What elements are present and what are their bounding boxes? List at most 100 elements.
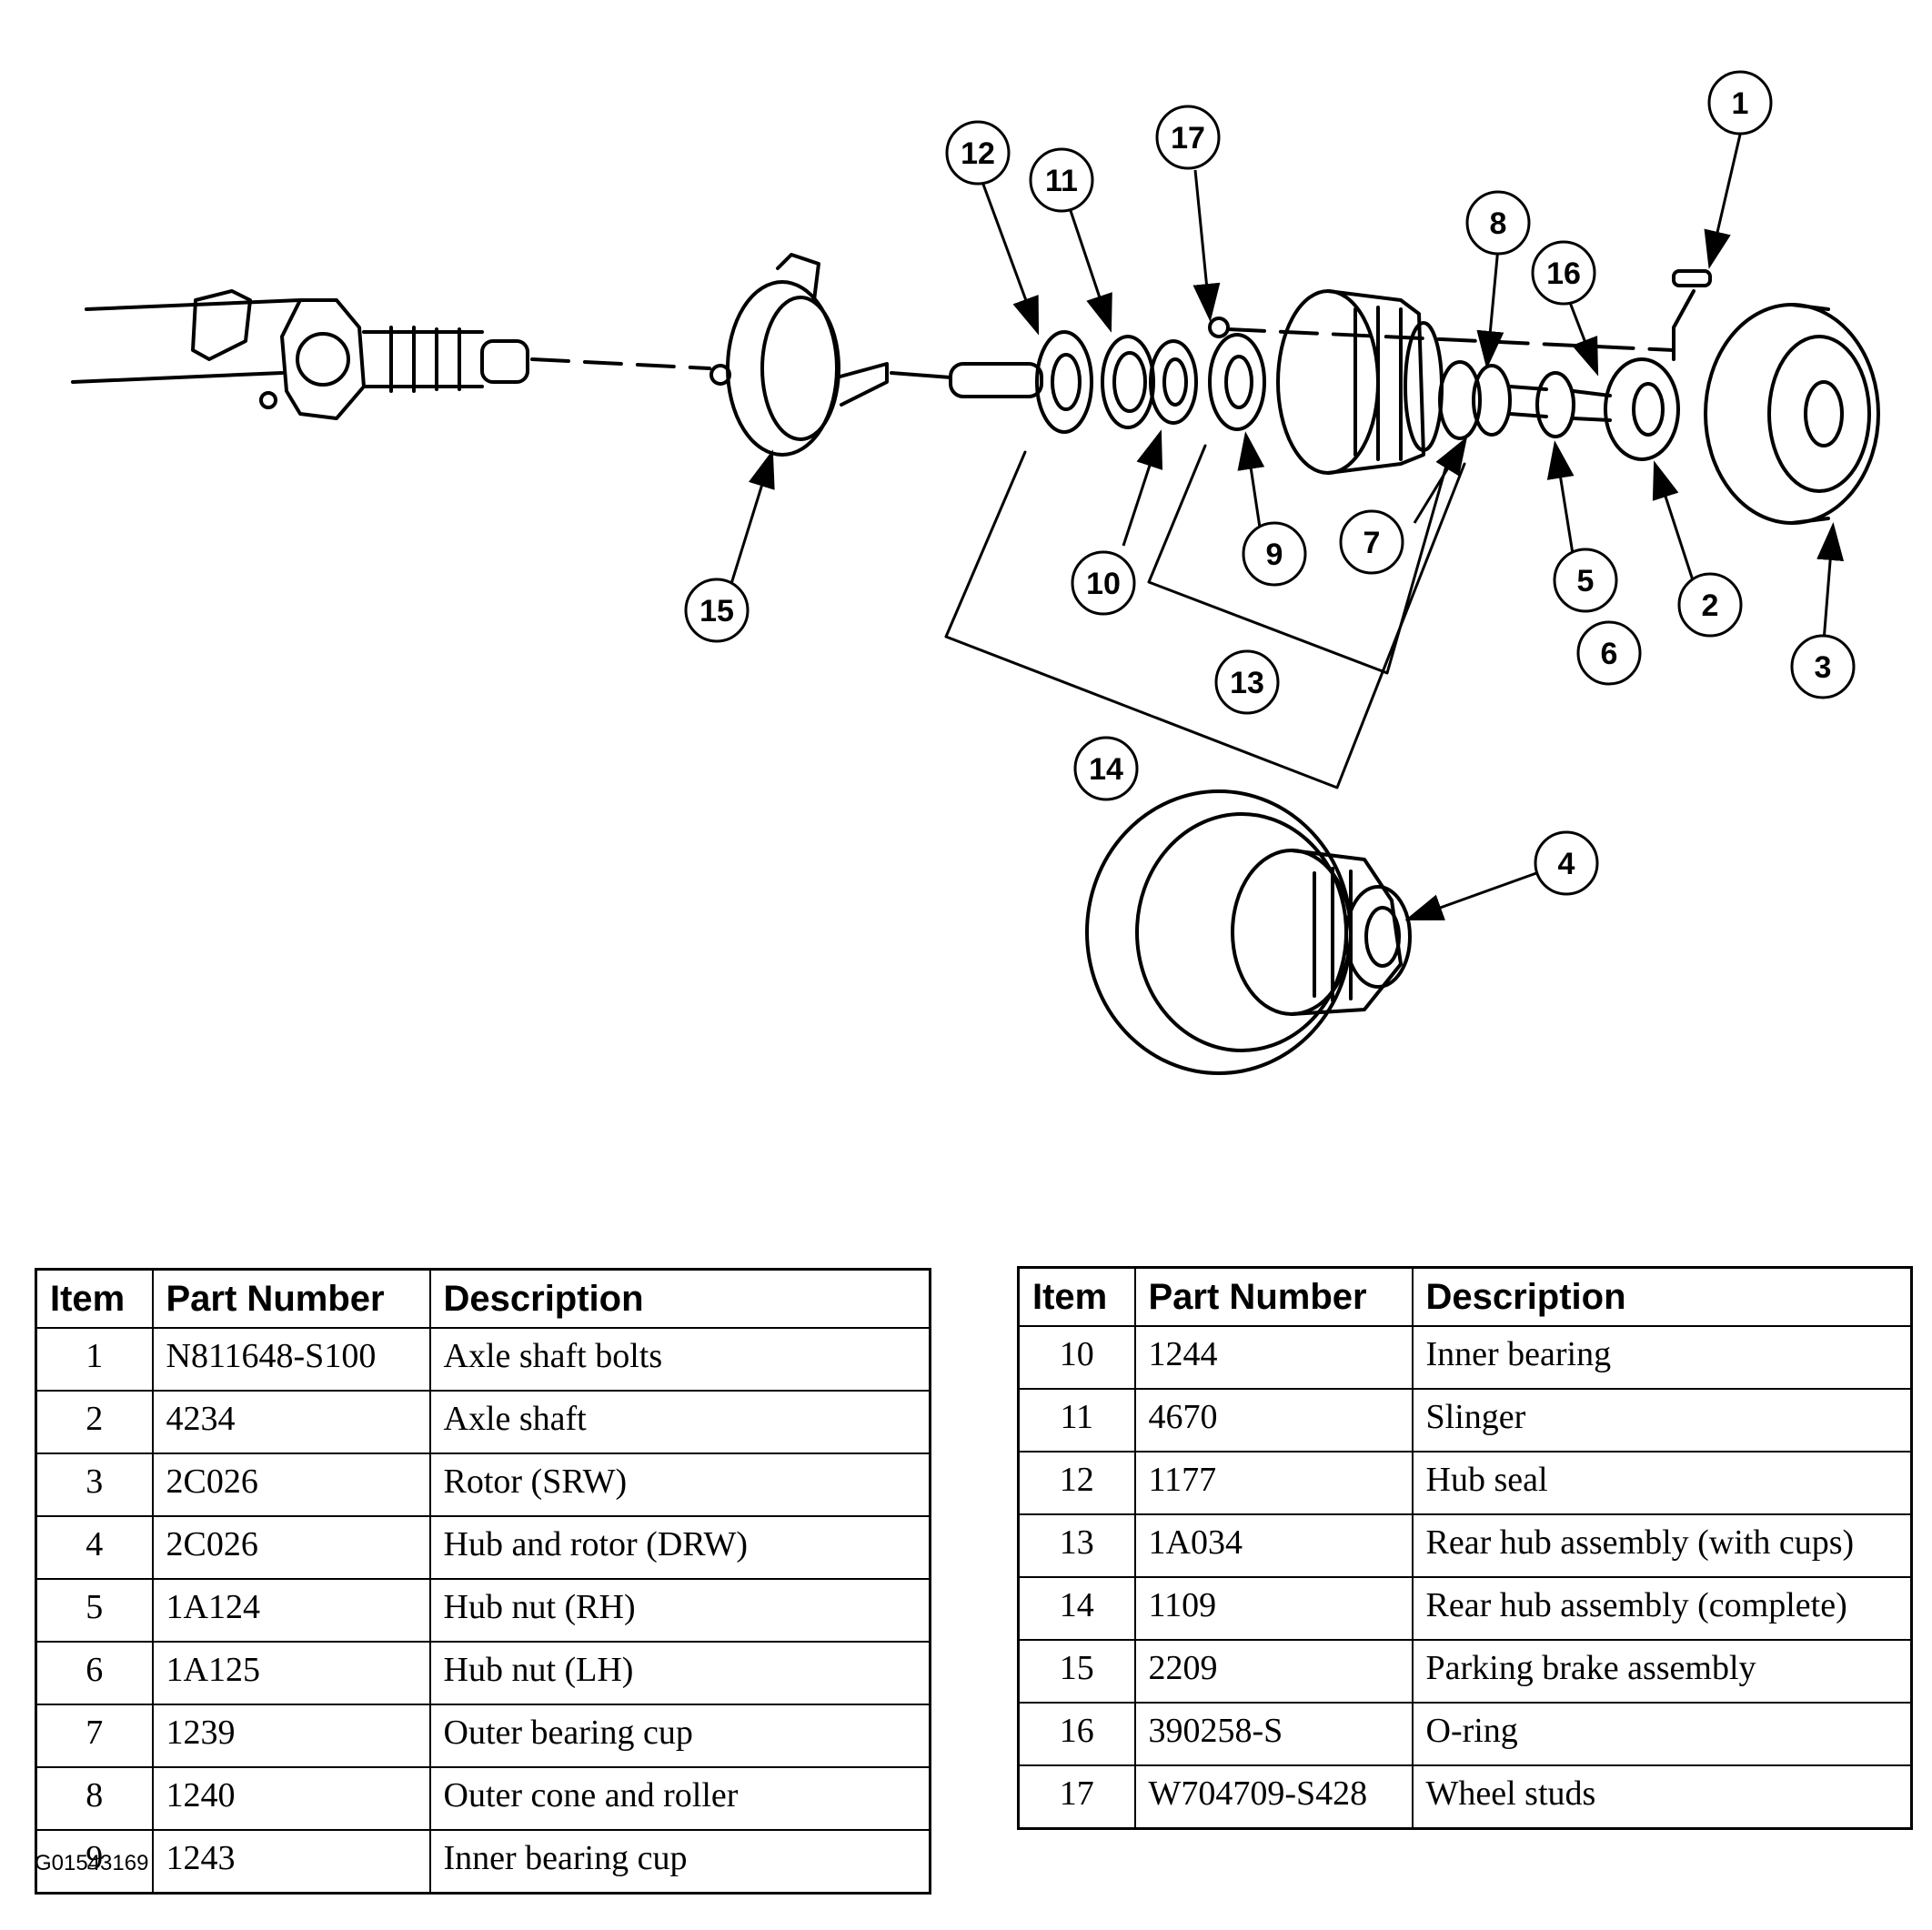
outer-bearing-and-nut xyxy=(1438,269,1712,461)
header-description: Description xyxy=(1411,1266,1913,1327)
part-number-cell: 1A034 xyxy=(1133,1513,1414,1578)
callout-17: 17 xyxy=(1155,105,1221,170)
item-cell: 12 xyxy=(1017,1451,1136,1515)
rear-hub xyxy=(1208,289,1675,475)
item-cell: 3 xyxy=(35,1453,154,1517)
description-cell: Rear hub assembly (with cups) xyxy=(1411,1513,1913,1578)
svg-text:15: 15 xyxy=(699,594,734,628)
part-number-cell: 2C026 xyxy=(151,1453,431,1517)
item-cell: 15 xyxy=(1017,1639,1136,1704)
svg-text:2: 2 xyxy=(1702,588,1719,623)
callouts: 1 2 3 4 5 6 7 8 9 10 11 12 13 14 15 16 1… xyxy=(684,70,1856,896)
svg-text:12: 12 xyxy=(961,136,995,171)
callout-10: 10 xyxy=(1071,550,1136,616)
description-cell: Axle shaft xyxy=(428,1390,931,1454)
svg-text:11: 11 xyxy=(1045,164,1078,198)
part-number-cell: 2C026 xyxy=(151,1515,431,1580)
callout-16: 16 xyxy=(1531,240,1596,306)
description-cell: Parking brake assembly xyxy=(1411,1639,1913,1704)
callout-1: 1 xyxy=(1707,70,1773,136)
parking-brake-assembly xyxy=(709,253,952,457)
hub-and-rotor-drw xyxy=(1085,789,1412,1075)
description-cell: Rear hub assembly (complete) xyxy=(1411,1576,1913,1641)
svg-text:14: 14 xyxy=(1089,752,1123,787)
callout-14: 14 xyxy=(1073,736,1139,801)
seal-and-bearing-stack xyxy=(1035,330,1266,434)
part-number-cell: N811648-S100 xyxy=(151,1327,431,1392)
header-description: Description xyxy=(428,1268,931,1329)
part-number-cell: 4670 xyxy=(1133,1388,1414,1453)
svg-text:3: 3 xyxy=(1815,650,1832,685)
part-number-cell: 390258-S xyxy=(1133,1702,1414,1766)
description-cell: Hub nut (RH) xyxy=(428,1578,931,1643)
item-cell: 4 xyxy=(35,1515,154,1580)
description-cell: Axle shaft bolts xyxy=(428,1327,931,1392)
assembly-brackets xyxy=(944,444,1466,789)
svg-text:6: 6 xyxy=(1601,637,1618,671)
part-number-cell: 1A125 xyxy=(151,1641,431,1705)
description-cell: Hub seal xyxy=(1411,1451,1913,1515)
callout-6: 6 xyxy=(1576,620,1642,686)
callout-4: 4 xyxy=(1534,830,1599,896)
axle-housing xyxy=(71,289,711,420)
callout-15: 15 xyxy=(684,578,750,643)
figure-id: G01543169 xyxy=(35,1851,149,1875)
exploded-view-diagram: 1 2 3 4 5 6 7 8 9 10 11 12 13 14 15 16 1… xyxy=(71,70,1880,1075)
item-cell: 7 xyxy=(35,1704,154,1768)
part-number-cell: 1239 xyxy=(151,1704,431,1768)
description-cell: Hub nut (LH) xyxy=(428,1641,931,1705)
callout-5: 5 xyxy=(1553,548,1618,613)
svg-text:16: 16 xyxy=(1546,256,1581,291)
callout-2: 2 xyxy=(1677,572,1743,638)
svg-text:4: 4 xyxy=(1558,847,1575,881)
part-number-cell: 1A124 xyxy=(151,1578,431,1643)
part-number-cell: 4234 xyxy=(151,1390,431,1454)
item-cell: 5 xyxy=(35,1578,154,1643)
part-number-cell: 1244 xyxy=(1133,1325,1414,1390)
description-cell: Inner bearing xyxy=(1411,1325,1913,1390)
part-number-cell: 1243 xyxy=(151,1829,431,1895)
description-cell: Hub and rotor (DRW) xyxy=(428,1515,931,1580)
callout-11: 11 xyxy=(1029,147,1094,213)
item-cell: 6 xyxy=(35,1641,154,1705)
description-cell: O-ring xyxy=(1411,1702,1913,1766)
svg-text:7: 7 xyxy=(1363,526,1381,560)
header-item: Item xyxy=(35,1268,154,1329)
svg-text:8: 8 xyxy=(1490,206,1507,241)
svg-text:17: 17 xyxy=(1171,121,1205,156)
svg-text:5: 5 xyxy=(1577,564,1595,598)
table-header-row: Item Part Number Description xyxy=(35,1268,931,1329)
svg-text:1: 1 xyxy=(1732,86,1749,121)
callout-8: 8 xyxy=(1465,190,1531,256)
callout-3: 3 xyxy=(1790,634,1856,699)
description-cell: Slinger xyxy=(1411,1388,1913,1453)
item-cell: 2 xyxy=(35,1390,154,1454)
part-number-cell: W704709-S428 xyxy=(1133,1764,1414,1830)
svg-text:13: 13 xyxy=(1230,666,1264,700)
item-cell: 10 xyxy=(1017,1325,1136,1390)
part-number-cell: 1177 xyxy=(1133,1451,1414,1515)
callout-9: 9 xyxy=(1242,521,1307,587)
table-header-row: Item Part Number Description xyxy=(1017,1266,1913,1327)
item-cell: 14 xyxy=(1017,1576,1136,1641)
header-part-number: Part Number xyxy=(1133,1266,1414,1327)
item-cell: 17 xyxy=(1017,1764,1136,1830)
